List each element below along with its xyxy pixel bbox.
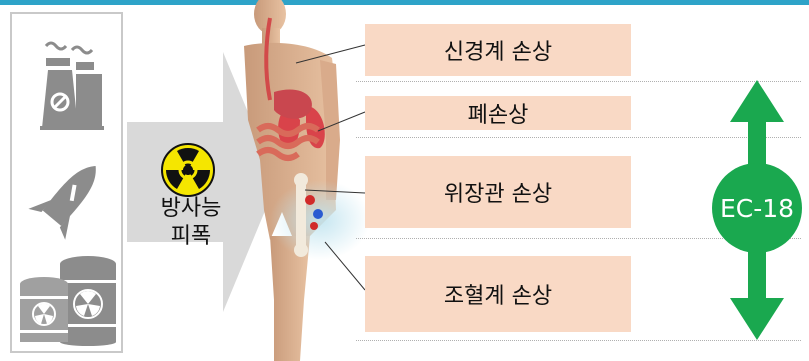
effect-nervous-system: 신경계 손상 bbox=[365, 24, 631, 76]
treatment-label: EC-18 bbox=[712, 163, 802, 253]
effect-gastrointestinal: 위장관 손상 bbox=[365, 156, 631, 228]
effect-hematopoietic: 조혈계 손상 bbox=[365, 256, 631, 332]
effect-lung: 폐손상 bbox=[365, 96, 631, 130]
separator-line bbox=[356, 340, 801, 341]
